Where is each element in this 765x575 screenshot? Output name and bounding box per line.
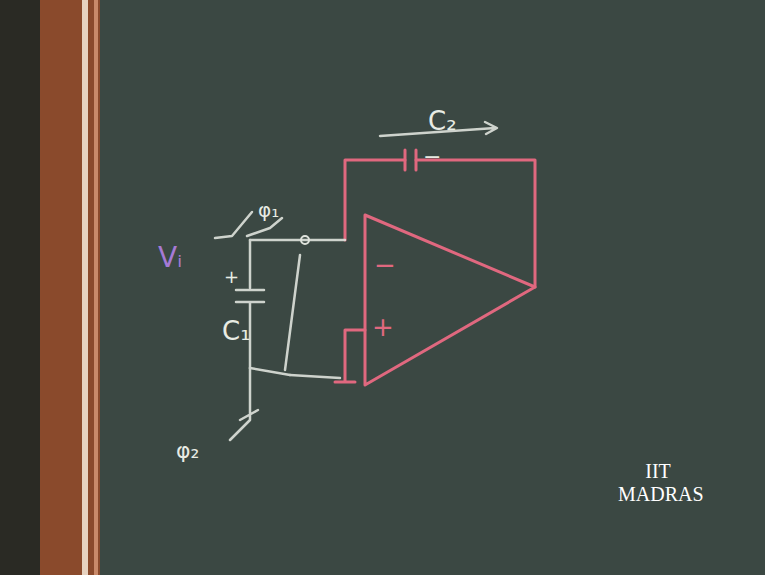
polarity-sign: +: [224, 268, 239, 286]
pin-sign: −: [374, 252, 396, 278]
ground-wire: [290, 375, 340, 378]
capacitor-name: C₁: [222, 318, 251, 344]
ground-wire: [335, 330, 365, 382]
frame-highlight: [94, 0, 98, 575]
opamp-symbol: [365, 215, 535, 385]
capacitor-name: C₂: [428, 108, 457, 134]
board-edge: [0, 0, 40, 575]
capacitor-symbol: [236, 240, 264, 368]
polarity-sign: −: [423, 146, 441, 168]
frame-highlight: [82, 0, 88, 575]
junction-dot: [301, 236, 309, 244]
switch-symbol: [230, 368, 258, 440]
input-wire: [250, 239, 345, 242]
watermark: IIT MADRAS: [618, 460, 698, 506]
pin-sign: +: [372, 314, 394, 340]
signal-name: Vᵢ: [158, 244, 182, 272]
capacitor-symbol: [405, 150, 416, 170]
clock-phase: φ₂: [176, 440, 199, 462]
switch-wire: [247, 218, 282, 236]
node-wire: [250, 255, 300, 375]
switch-symbol: [215, 212, 252, 238]
wooden-frame: [40, 0, 100, 575]
clock-phase: φ₁: [258, 200, 279, 220]
feedback-wire: [345, 160, 535, 287]
